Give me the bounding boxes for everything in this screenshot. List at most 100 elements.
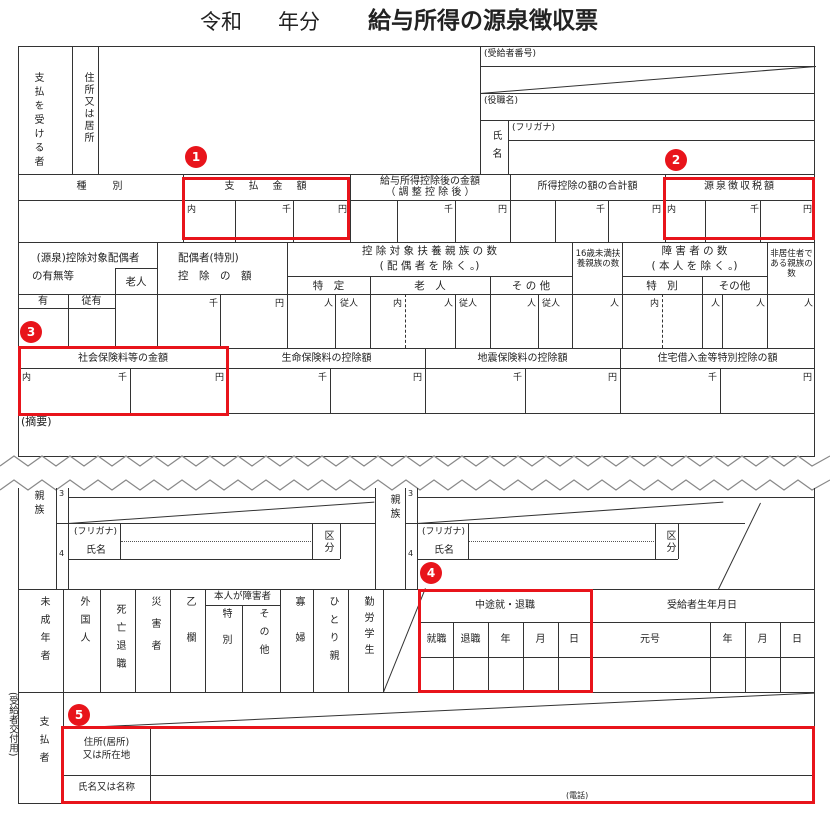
- dependents-label: 控 除 対 象 扶 養 親 族 の 数: [361, 245, 498, 257]
- furigana-label: (フリガナ): [512, 123, 556, 133]
- old-label: 老 人: [414, 280, 446, 292]
- badge-5: 5: [68, 704, 90, 726]
- furigana-label: (フリガナ): [422, 527, 466, 537]
- disabled-other-label: その他: [718, 280, 751, 292]
- employment-label: 就職: [426, 634, 447, 645]
- furigana-label: (フリガナ): [74, 527, 118, 537]
- unit-yen: 円: [498, 205, 508, 215]
- unit-person: 人: [756, 299, 766, 309]
- payer-address-label-2: 又は所在地: [82, 750, 131, 761]
- payee-address-field[interactable]: [99, 47, 479, 173]
- payer-address-label: 住所(居所): [83, 737, 130, 748]
- unit-person: 人: [444, 299, 454, 309]
- highlight-withholding-tax: [663, 177, 815, 240]
- cohabit-label: 従有: [81, 296, 102, 307]
- unit-yen: 円: [215, 373, 225, 383]
- other-label: そ の 他: [511, 280, 551, 292]
- disaster-label: 災害者: [149, 596, 160, 662]
- disabled-label: 障 害 者 の 数: [661, 245, 728, 257]
- unit-yen: 円: [608, 373, 618, 383]
- dependent-name-field[interactable]: [121, 543, 311, 558]
- housing-loan-label: 住宅借入金等特別控除の額: [657, 353, 778, 364]
- recipient-no-label: (受給者番号): [484, 49, 537, 59]
- category-label: 区分: [664, 530, 675, 554]
- unit-thousand: 千: [282, 205, 292, 215]
- form-frame-top: [18, 46, 815, 457]
- foreign-label: 外国人: [78, 596, 89, 650]
- spouse-label: (源泉)控除対象配偶者: [36, 252, 140, 264]
- relatives-label: 親族: [32, 490, 43, 518]
- cohabit-person: 従人: [542, 299, 561, 309]
- after-deduction-label: 給与所得控除後の金額: [380, 176, 480, 187]
- unit-inner: 内: [22, 373, 32, 383]
- unit-thousand: 千: [596, 205, 606, 215]
- title-role-label: (役職名): [484, 96, 519, 106]
- spouse-deduction-label-2: 控 除 の 額: [178, 270, 252, 282]
- minor-label: 未成年者: [38, 596, 49, 668]
- dependent-name-field[interactable]: [469, 543, 654, 558]
- badge-1: 1: [185, 146, 207, 168]
- phone-label: (電話): [566, 791, 589, 800]
- spouse-deduction-label: 配偶者(特別): [178, 252, 239, 264]
- unit-yen: 円: [275, 299, 285, 309]
- row-num-4: 4: [59, 549, 65, 558]
- unit-yen: 円: [803, 205, 813, 215]
- retirement-label: 退職: [460, 634, 481, 645]
- row-num-3: 3: [59, 489, 65, 498]
- unit-person: 人: [527, 299, 537, 309]
- self-disabled-label: 本人が障害者: [213, 591, 271, 602]
- name-label: 氏名: [490, 130, 501, 166]
- deduction-total-field[interactable]: [511, 201, 664, 241]
- badge-2: 2: [665, 149, 687, 171]
- working-student-label: 勤労学生: [362, 596, 373, 660]
- cohabit-person: 従人: [340, 299, 359, 309]
- earthquake-insurance-label: 地震保険料の控除額: [477, 353, 568, 364]
- after-deduction-field[interactable]: [351, 201, 509, 241]
- month-label: 月: [757, 634, 768, 645]
- title-era: 令和: [200, 10, 242, 34]
- torn-edge: [0, 455, 830, 491]
- row-num-3: 3: [408, 489, 414, 498]
- specific-label: 特 定: [312, 280, 345, 292]
- unit-thousand: 千: [318, 373, 328, 383]
- copy-side-label: (受給者交付用): [7, 692, 18, 757]
- unit-person: 人: [711, 299, 721, 309]
- page-title: 給与所得の源泉徴収票: [368, 8, 598, 34]
- social-insurance-label: 社会保険料等の金額: [78, 353, 168, 364]
- disabled-label-2: ( 本 人 を 除 く 。): [651, 260, 738, 272]
- year-label: 年: [722, 634, 733, 645]
- badge-4: 4: [420, 562, 442, 584]
- self-disabled-special: 特別: [220, 608, 231, 660]
- unit-yen: 円: [413, 373, 423, 383]
- badge-3: 3: [20, 321, 42, 343]
- death-retire-label: 死亡退職: [114, 604, 125, 676]
- unit-thousand: 千: [118, 373, 128, 383]
- category-label: 区分: [322, 530, 333, 554]
- unit-thousand: 千: [513, 373, 523, 383]
- spouse-label-2: の有無等: [32, 270, 74, 282]
- year-label: 年: [500, 634, 511, 645]
- unit-thousand: 千: [708, 373, 718, 383]
- unit-person: 人: [804, 299, 814, 309]
- has-label: 有: [38, 296, 48, 307]
- day-label: 日: [569, 634, 579, 645]
- self-disabled-other: その他: [257, 608, 268, 662]
- relatives-label: 親族: [388, 494, 399, 522]
- deduction-total-label: 所得控除の額の合計額: [537, 181, 638, 192]
- elderly-label: 老人: [125, 276, 147, 288]
- title-year: 年分: [278, 10, 320, 34]
- unit-inner: 内: [187, 205, 197, 215]
- payee-label: 支払を受ける者: [32, 72, 43, 170]
- unit-yen: 円: [652, 205, 662, 215]
- unit-yen: 円: [338, 205, 348, 215]
- type-label: 種 別: [76, 181, 125, 192]
- cohabit-person: 従人: [459, 299, 478, 309]
- dependent-name-label: 氏名: [434, 545, 454, 556]
- payer-label: 支払者: [37, 716, 48, 770]
- era-label: 元号: [640, 634, 660, 645]
- unit-inner: 内: [650, 299, 660, 309]
- highlight-social-insurance: [18, 346, 229, 416]
- single-parent-label: ひとり親: [327, 596, 338, 668]
- mid-year-label: 中途就・退職: [475, 600, 535, 611]
- payee-name-field[interactable]: [509, 141, 814, 173]
